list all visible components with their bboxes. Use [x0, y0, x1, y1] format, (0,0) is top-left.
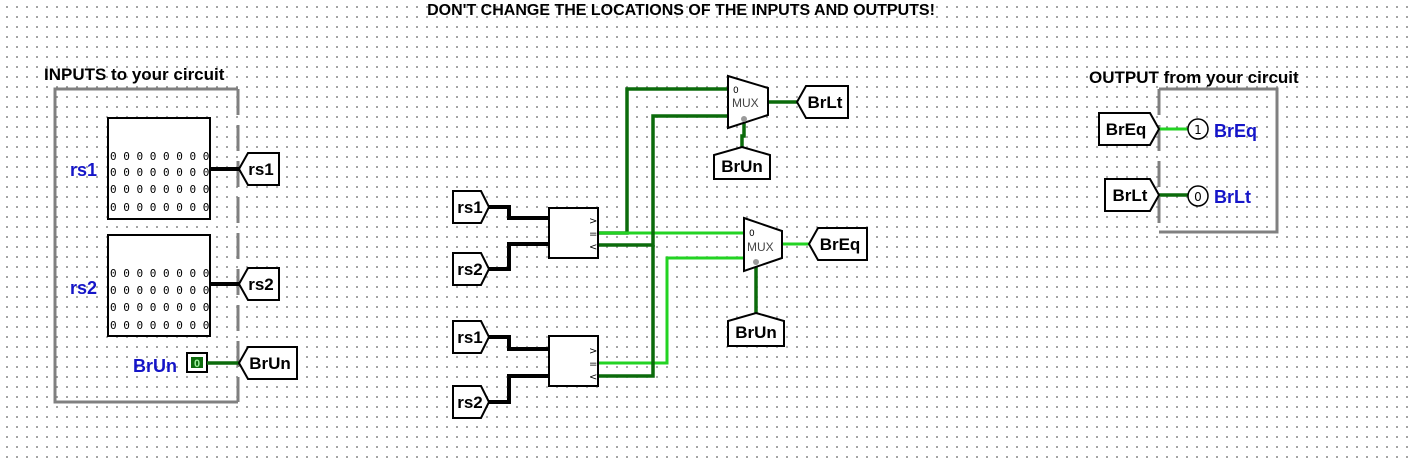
rs2-bits-row-2: 0 0 0 0 0 0 0 0: [110, 284, 209, 297]
inputs-panel: INPUTS to your circuit rs1 0 0 0 0 0 0 0…: [44, 65, 298, 404]
comparator-2-gt-symbol: >: [589, 346, 597, 357]
wire-rs1-to-comp1: [489, 205, 549, 220]
breq-output-label: BrEq: [1214, 121, 1257, 141]
tunnel-rs1-comp2[interactable]: [452, 320, 491, 354]
wire-rs2-to-comp2: [489, 374, 549, 404]
inputs-panel-title: INPUTS to your circuit: [44, 65, 225, 84]
wire-comp2-lt: [598, 245, 655, 378]
tunnel-rs2-comp2[interactable]: [452, 385, 491, 419]
breq-output-pin[interactable]: [1187, 118, 1209, 140]
tunnel-breq-panel[interactable]: [1098, 112, 1161, 146]
warning-header: DON'T CHANGE THE LOCATIONS OF THE INPUTS…: [427, 2, 935, 19]
tunnel-rs2-in[interactable]: [237, 267, 280, 301]
brlt-output-label: BrLt: [1214, 187, 1251, 207]
comparator-2-lt-symbol: <: [589, 372, 597, 383]
brlt-output-value: 0: [1194, 190, 1202, 204]
mux-2-input0-marker: 0: [749, 229, 755, 239]
rs2-input-pin[interactable]: [107, 234, 211, 337]
tunnel-rs2-comp2-label: rs2: [457, 393, 483, 412]
tunnel-rs1-in-label: rs1: [248, 160, 274, 179]
wire-rs1-to-comp2: [489, 335, 549, 351]
tunnel-brlt-panel-label: BrLt: [1113, 186, 1148, 205]
rs2-pin-label: rs2: [70, 278, 97, 298]
tunnel-rs2-comp1-label: rs2: [457, 260, 483, 279]
rs1-pin-label: rs1: [70, 160, 97, 180]
rs2-bits-row-3: 0 0 0 0 0 0 0 0: [110, 301, 209, 314]
mux-2-select-dot: [753, 259, 759, 265]
tunnel-brun-mux1[interactable]: [713, 145, 771, 180]
outputs-frame: [1159, 87, 1279, 234]
tunnel-brun-mux2[interactable]: [727, 311, 785, 347]
tunnel-brlt-panel[interactable]: [1104, 178, 1161, 212]
tunnel-rs1-comp2-label: rs1: [457, 328, 483, 347]
brlt-output-pin[interactable]: [1187, 185, 1209, 207]
rs1-bits-row-4: 0 0 0 0 0 0 0 0: [110, 201, 209, 214]
tunnel-rs2-in-label: rs2: [248, 275, 274, 294]
brun-pin-label: BrUn: [133, 356, 177, 376]
comparator-1[interactable]: [548, 207, 599, 259]
brun-pin-state: [191, 357, 203, 368]
tunnel-rs2-comp1[interactable]: [452, 252, 491, 286]
rs1-input-pin[interactable]: [107, 117, 211, 220]
wire-comp2-eq-to-mux2-in1: [598, 256, 744, 365]
tunnel-breq-out-label: BrEq: [820, 235, 861, 254]
inputs-frame: [53, 87, 238, 404]
comparator-2[interactable]: [548, 335, 599, 387]
rs1-bits-row-3: 0 0 0 0 0 0 0 0: [110, 183, 209, 196]
mux-1-input0-marker: 0: [733, 86, 739, 96]
outputs-panel: OUTPUT from your circuit BrEq BrLt 1 0 B…: [1089, 68, 1299, 234]
rs1-bits-row-2: 0 0 0 0 0 0 0 0: [110, 166, 209, 179]
tunnel-rs1-comp1[interactable]: [452, 190, 491, 224]
wire-rs2-to-comp1: [489, 242, 549, 271]
tunnel-breq-panel-label: BrEq: [1106, 120, 1147, 139]
mux-2-label: MUX: [747, 240, 774, 254]
tunnel-brun-mux2-label: BrUn: [735, 323, 777, 342]
rs1-bits-row-1: 0 0 0 0 0 0 0 0: [110, 150, 209, 163]
mux-1-select-dot: [741, 116, 747, 122]
tunnel-brlt-out-label: BrLt: [808, 93, 843, 112]
rs2-bits-row-4: 0 0 0 0 0 0 0 0: [110, 319, 209, 332]
tunnel-brun-mux1-label: BrUn: [721, 157, 763, 176]
breq-output-value: 1: [1194, 123, 1202, 137]
logic-circuit: > = < > = < 0 MUX 0 MUX rs1 rs2 rs1 rs2 …: [452, 74, 868, 419]
rs2-bits-row-1: 0 0 0 0 0 0 0 0: [110, 267, 209, 280]
tunnel-rs1-in[interactable]: [237, 152, 280, 186]
tunnel-rs1-comp1-label: rs1: [457, 198, 483, 217]
wire-comp1-gt-to-mux1-in0: [598, 87, 728, 235]
comparator-2-eq-symbol: =: [589, 359, 597, 370]
outputs-panel-title: OUTPUT from your circuit: [1089, 68, 1299, 87]
mux-1[interactable]: [727, 74, 769, 130]
mux-1-label: MUX: [732, 96, 759, 110]
tunnel-brun-in[interactable]: [237, 346, 298, 380]
wire-comp1-lt-to-mux1-in1: [598, 114, 728, 247]
mux-2[interactable]: [743, 216, 783, 273]
tunnel-breq-out[interactable]: [807, 227, 868, 261]
comparator-1-eq-symbol: =: [589, 229, 597, 240]
wire-mux1-select: [740, 122, 746, 148]
tunnel-brun-in-label: BrUn: [249, 354, 291, 373]
comparator-1-gt-symbol: >: [589, 216, 597, 227]
tunnel-brlt-out[interactable]: [795, 85, 849, 119]
brun-pin-value: 0: [194, 358, 200, 370]
comparator-1-lt-symbol: <: [589, 242, 597, 253]
